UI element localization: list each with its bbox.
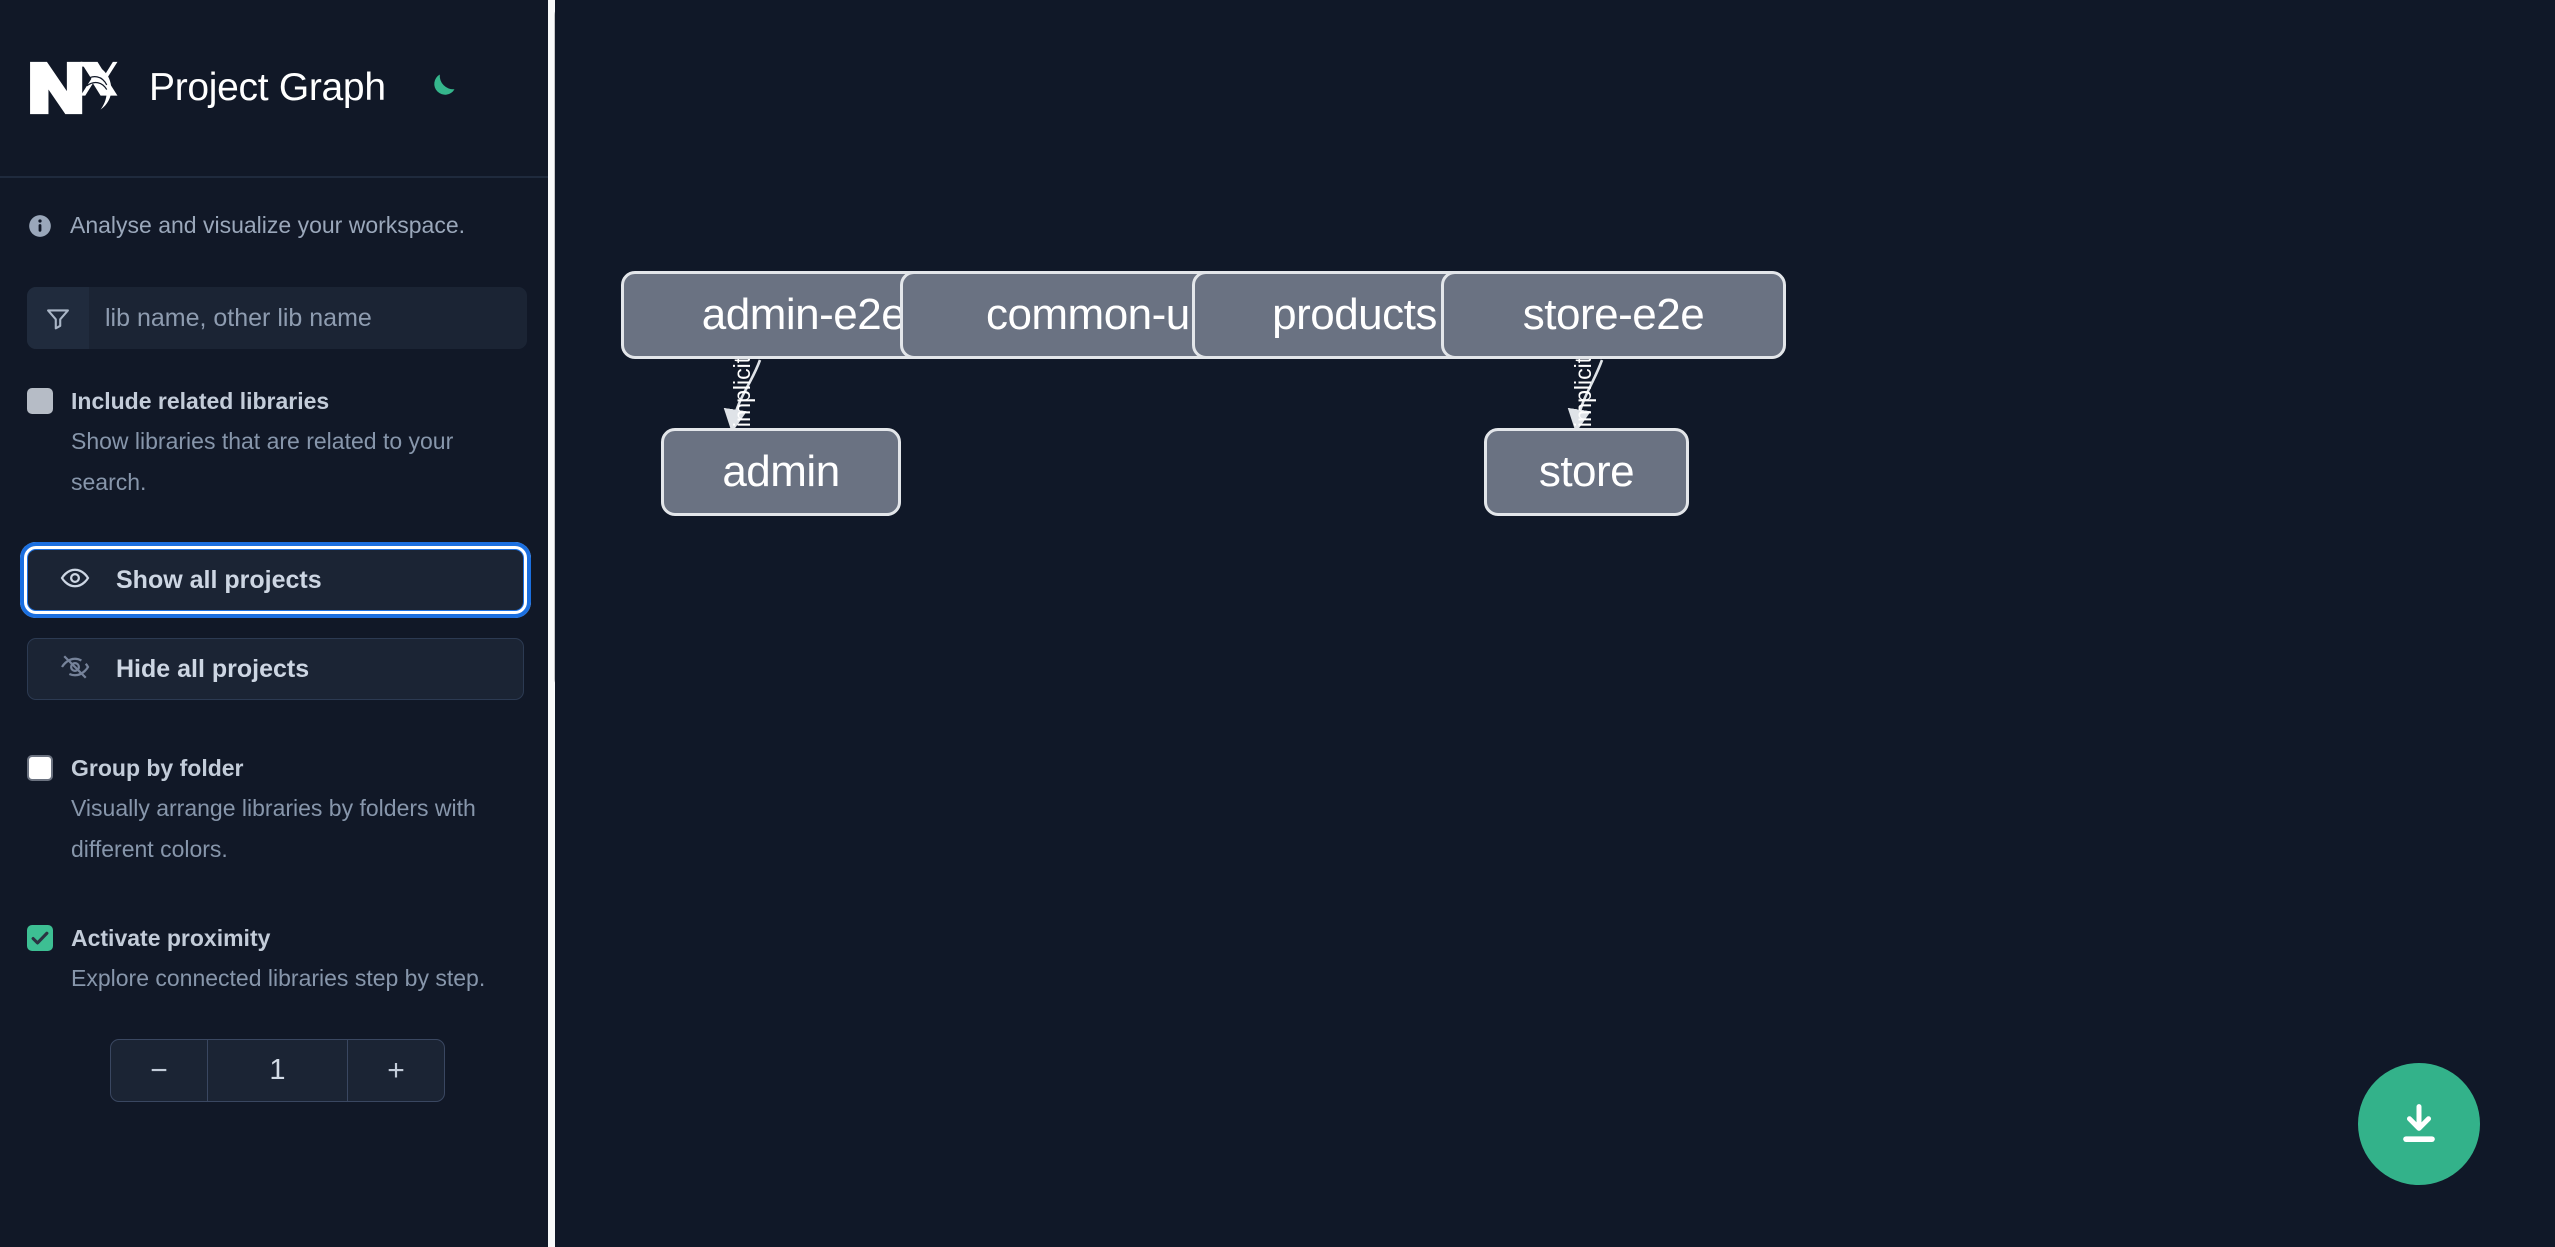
proximity-stepper: − 1 + xyxy=(110,1039,445,1102)
sidebar: Project Graph Analyse and visualize your… xyxy=(0,0,555,1247)
group-by-folder-checkbox[interactable] xyxy=(27,755,53,781)
option-include-related-libraries[interactable]: Include related libraries Show libraries… xyxy=(0,381,555,503)
info-circle-icon xyxy=(27,213,53,239)
group-by-folder-description: Visually arrange libraries by folders wi… xyxy=(71,795,476,862)
option-group-by-folder[interactable]: Group by folder Visually arrange librari… xyxy=(0,748,555,870)
hide-all-projects-button[interactable]: Hide all projects xyxy=(27,638,524,700)
option-activate-proximity[interactable]: Activate proximity Explore connected lib… xyxy=(0,918,555,999)
eye-off-icon xyxy=(60,652,90,687)
search-input[interactable] xyxy=(89,287,527,349)
eye-icon xyxy=(60,563,90,598)
show-all-projects-button[interactable]: Show all projects xyxy=(20,542,531,618)
sidebar-header: Project Graph xyxy=(0,0,555,178)
include-related-libraries-checkbox[interactable] xyxy=(27,388,53,414)
edge-label-admin: implicit xyxy=(729,356,755,427)
proximity-value: 1 xyxy=(269,1054,286,1086)
graph-canvas[interactable]: implicit implicit admin-e2e common-ui pr… xyxy=(555,0,2555,1247)
search-field-wrapper xyxy=(27,287,527,349)
download-graph-button[interactable] xyxy=(2358,1063,2480,1185)
sidebar-scrollbar-thumb[interactable] xyxy=(554,8,555,686)
page-title: Project Graph xyxy=(149,66,386,109)
group-by-folder-label[interactable]: Group by folder xyxy=(71,755,244,781)
proximity-increment-button[interactable]: + xyxy=(347,1040,444,1101)
info-banner: Analyse and visualize your workspace. xyxy=(0,178,555,239)
graph-node-admin-e2e[interactable]: admin-e2e xyxy=(621,271,986,359)
activate-proximity-label[interactable]: Activate proximity xyxy=(71,925,271,951)
checkmark-icon xyxy=(31,931,49,945)
filter-funnel-icon xyxy=(27,287,89,349)
show-all-projects-label: Show all projects xyxy=(116,565,322,594)
include-related-libraries-label[interactable]: Include related libraries xyxy=(71,388,330,414)
graph-node-store[interactable]: store xyxy=(1484,428,1689,516)
edge-admin-e2e-to-admin xyxy=(723,359,762,433)
edge-store-e2e-to-store xyxy=(1567,359,1604,433)
hide-all-projects-label: Hide all projects xyxy=(116,654,310,683)
graph-edges: implicit implicit xyxy=(723,356,1604,433)
sidebar-scrollbar-track[interactable] xyxy=(548,0,555,1247)
nx-logo-icon xyxy=(27,57,119,119)
edge-label-store: implicit xyxy=(1570,356,1596,427)
info-text: Analyse and visualize your workspace. xyxy=(70,212,466,238)
proximity-decrement-button[interactable]: − xyxy=(111,1040,208,1101)
graph-node-store-e2e[interactable]: store-e2e xyxy=(1441,271,1786,359)
download-icon xyxy=(2403,1104,2435,1142)
activate-proximity-description: Explore connected libraries step by step… xyxy=(71,965,486,991)
moon-icon[interactable] xyxy=(419,66,463,110)
include-related-libraries-description: Show libraries that are related to your … xyxy=(71,428,454,495)
activate-proximity-checkbox[interactable] xyxy=(27,925,53,951)
graph-node-admin[interactable]: admin xyxy=(661,428,901,516)
